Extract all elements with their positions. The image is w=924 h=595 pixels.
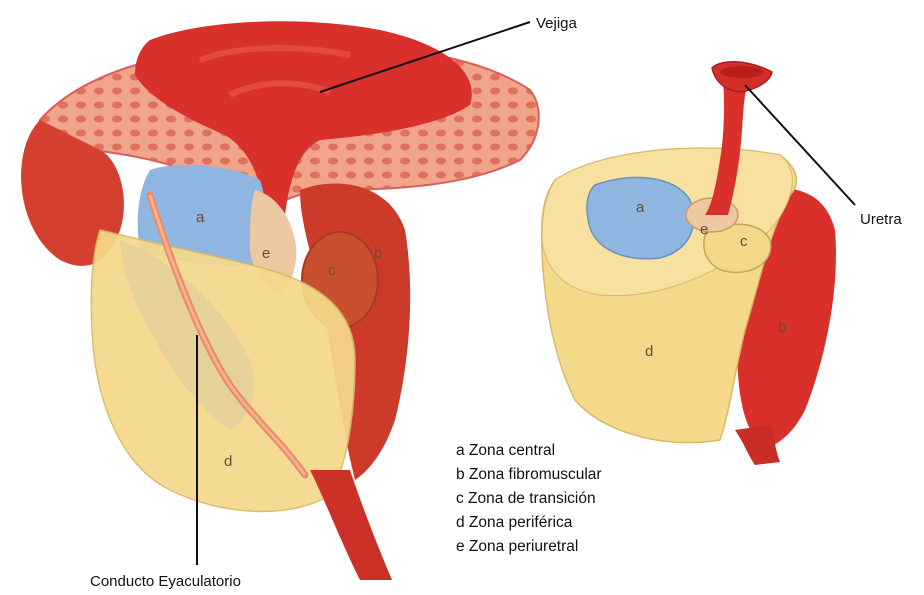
zone-a-cutaway xyxy=(587,177,694,258)
zone-letter-e-sagittal: e xyxy=(262,245,270,262)
zone-letter-a-cutaway: a xyxy=(636,199,645,216)
zone-letter-c-sagittal: c xyxy=(328,262,336,279)
zone-letter-d-cutaway: d xyxy=(645,343,653,360)
zone-letter-b-sagittal: b xyxy=(374,245,382,262)
zone-letter-b-cutaway: b xyxy=(778,319,786,336)
legend-item-c: c Zona de transición xyxy=(456,490,596,507)
legend-item-a: a Zona central xyxy=(456,442,555,459)
urethra-sagittal xyxy=(310,470,392,580)
legend-item-d: d Zona periférica xyxy=(456,514,573,531)
zone-letter-a-sagittal: a xyxy=(196,209,205,226)
conducto-label: Conducto Eyaculatorio xyxy=(90,573,241,590)
zone-letter-c-cutaway: c xyxy=(740,233,748,250)
vejiga-label: Vejiga xyxy=(536,15,578,32)
zone-letter-e-cutaway: e xyxy=(700,221,708,238)
cutaway-view: a e c b d xyxy=(542,62,836,465)
zone-letter-d-sagittal: d xyxy=(224,453,232,470)
uretra-label: Uretra xyxy=(860,211,902,228)
legend-item-b: b Zona fibromuscular xyxy=(456,466,602,483)
legend-item-e: e Zona periuretral xyxy=(456,538,578,555)
zone-legend: a Zona central b Zona fibromuscular c Zo… xyxy=(456,442,602,555)
